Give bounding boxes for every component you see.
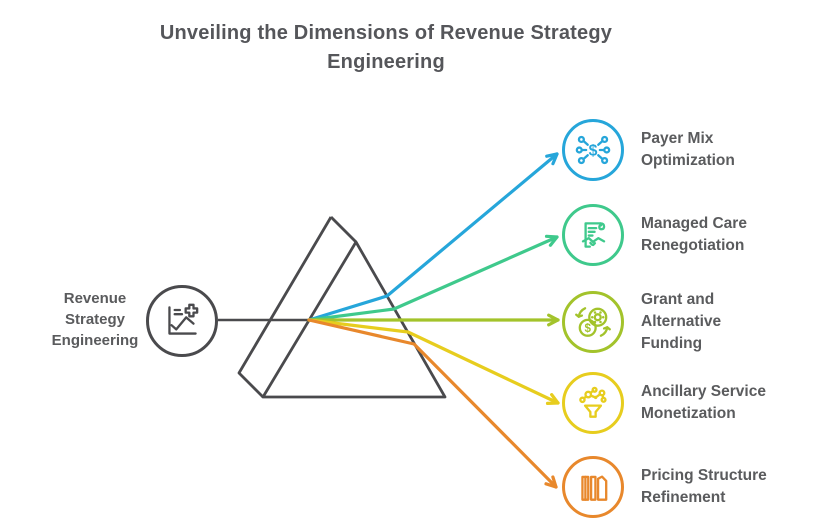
arrowhead-icon xyxy=(547,313,560,327)
item-label: Payer Mix Optimization xyxy=(641,130,735,169)
item-label: Grant and Alternative Funding xyxy=(641,291,722,352)
page-title-line: Unveiling the Dimensions of Revenue Stra… xyxy=(159,22,613,44)
arrowhead-icon xyxy=(544,234,559,247)
spectrum-item-managed-care: Managed Care Renegotiation xyxy=(562,204,773,266)
spectrum-item-ancillary-service: Ancillary Service Monetization xyxy=(562,372,773,434)
ray-ancillary-service xyxy=(307,318,560,405)
growth-chart-plus-icon xyxy=(168,303,199,335)
item-label: Ancillary Service Monetization xyxy=(641,383,766,422)
contract-handshake-icon xyxy=(581,222,606,248)
funnel-nodes-icon xyxy=(579,386,607,418)
svg-text:$: $ xyxy=(589,142,598,159)
source-label-line: Engineering xyxy=(51,332,139,349)
spectrum-item-pricing-structure: Pricing Structure Refinement xyxy=(562,456,773,518)
item-label: Managed Care Renegotiation xyxy=(641,215,747,254)
dollar-network-icon: $ xyxy=(575,135,611,165)
ray-payer-mix xyxy=(307,152,559,322)
item-icon-circle xyxy=(562,456,624,518)
ledger-books-icon xyxy=(581,475,608,501)
item-icon-circle xyxy=(562,204,624,266)
arrowhead-icon xyxy=(545,152,559,166)
arrowhead-icon xyxy=(544,475,558,489)
item-icon-circle xyxy=(562,372,624,434)
spectrum-item-grant-funding: $ Grant and Alternative Funding xyxy=(562,289,773,355)
source-icon-circle xyxy=(146,285,218,357)
item-icon-circle: $ xyxy=(562,291,624,353)
item-label: Pricing Structure Refinement xyxy=(641,467,767,506)
arrowhead-icon xyxy=(545,393,560,405)
source-label-line: Revenue xyxy=(63,290,127,307)
item-icon-circle: $ xyxy=(562,119,624,181)
source-label: Revenue Strategy Engineering xyxy=(38,288,152,351)
coins-exchange-icon: $ xyxy=(575,307,611,337)
svg-text:$: $ xyxy=(584,322,591,335)
prism-shape xyxy=(237,216,447,399)
ray-managed-care xyxy=(307,234,559,322)
ray-grant-funding xyxy=(307,313,560,327)
page-title-line: Engineering xyxy=(327,51,445,73)
page-title: Unveiling the Dimensions of Revenue Stra… xyxy=(96,19,676,77)
spectrum-item-payer-mix: $ Payer Mix Optimization xyxy=(562,119,773,181)
source-label-line: Strategy xyxy=(64,311,126,328)
ray-pricing-structure xyxy=(307,318,558,489)
